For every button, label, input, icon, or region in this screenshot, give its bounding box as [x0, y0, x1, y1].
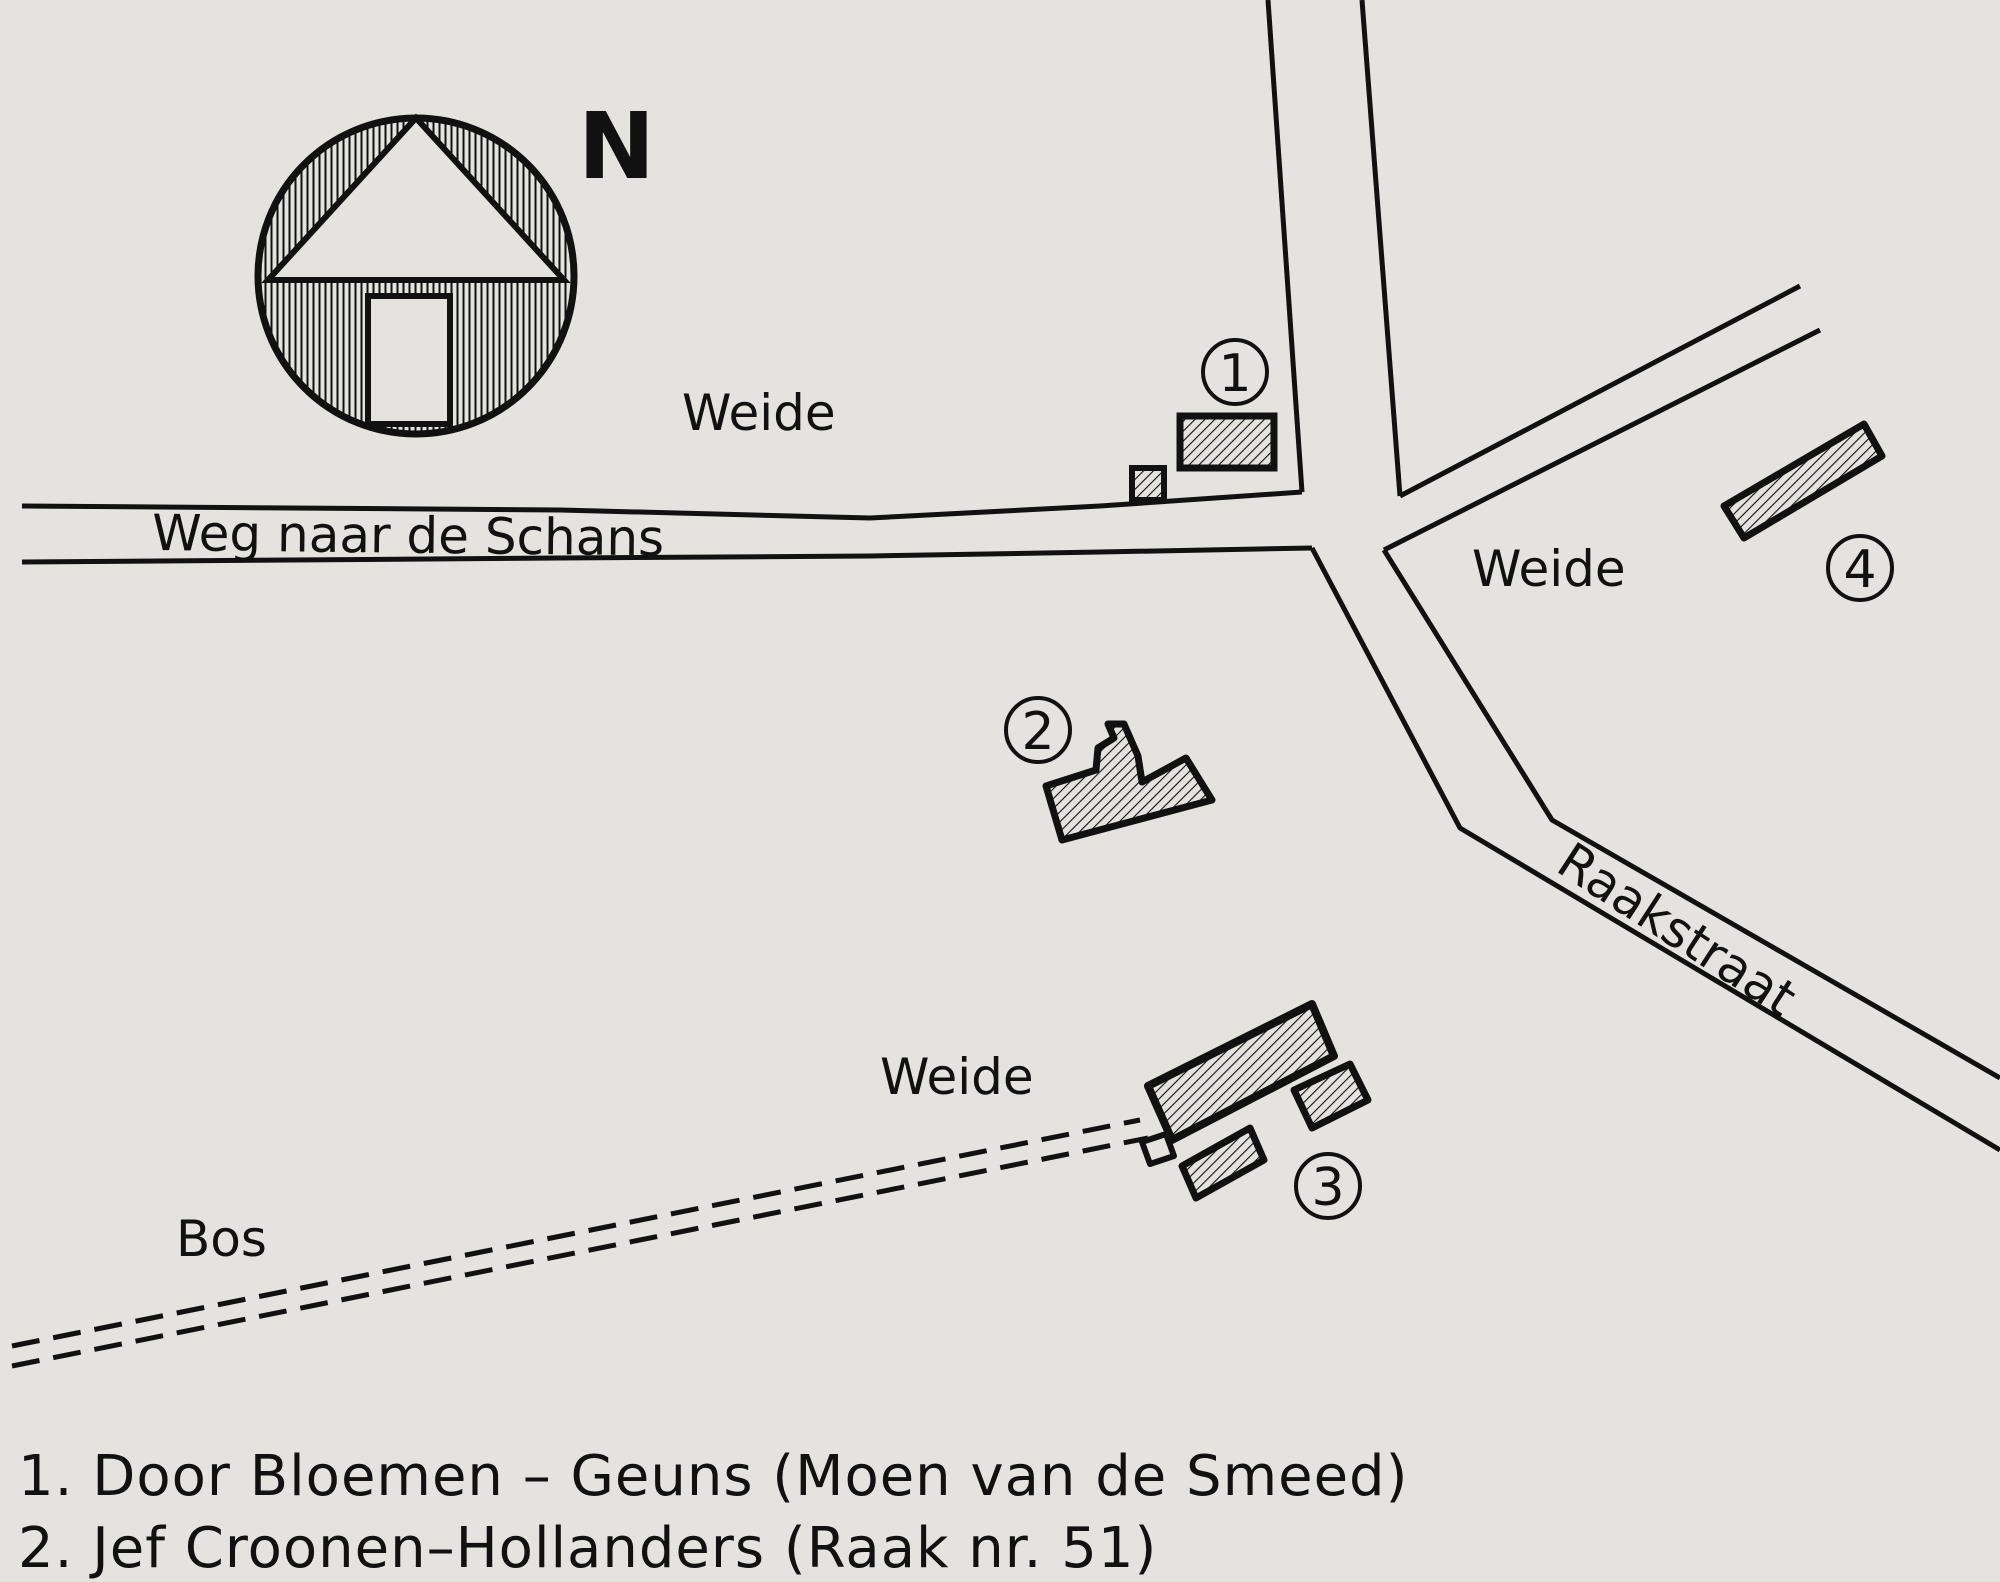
road-northeast-lower-edge — [1382, 327, 1822, 553]
label-bos: Bos — [176, 1210, 267, 1268]
label-weide-2: Weide — [1472, 540, 1626, 598]
marker-3-label: 3 — [1311, 1158, 1344, 1218]
building-3 — [1139, 1000, 1372, 1202]
roads — [21, 0, 2000, 1153]
road-northeast-upper-edge — [1398, 283, 1802, 499]
marker-4-label: 4 — [1843, 540, 1876, 600]
north-label: N — [578, 93, 655, 200]
road-north-east-edge — [1359, 0, 1403, 497]
building-4 — [1720, 420, 1886, 542]
legend-item-1: 1. Door Bloemen – Geuns (Moen van de Sme… — [18, 1444, 1409, 1509]
north-arrow-icon — [254, 113, 578, 438]
road-weg-naar-de-schans-south-edge — [21, 545, 1313, 565]
road-raakstraat-east-edge — [1381, 548, 2000, 1081]
marker-3: 3 — [1294, 1152, 1362, 1220]
dashed-path — [11, 1117, 1149, 1369]
road-north-west-edge — [1265, 0, 1305, 493]
label-weide-3: Weide — [880, 1048, 1034, 1106]
label-raakstraat: Raakstraat — [1547, 831, 1806, 1027]
building-2 — [1042, 720, 1216, 844]
marker-2-label: 2 — [1021, 702, 1054, 762]
road-weg-naar-de-schans-north-edge — [21, 489, 1303, 521]
marker-2: 2 — [1004, 696, 1072, 764]
legend-item-2: 2. Jef Croonen–Hollanders (Raak nr. 51) — [18, 1516, 1158, 1581]
marker-1-label: 1 — [1218, 344, 1251, 404]
label-weide-1: Weide — [682, 384, 836, 442]
label-weg-naar-de-schans: Weg naar de Schans — [152, 504, 665, 567]
marker-1: 1 — [1201, 338, 1269, 406]
marker-4: 4 — [1826, 534, 1894, 602]
road-raakstraat-west-edge — [1309, 546, 2000, 1153]
building-1 — [1129, 412, 1278, 503]
